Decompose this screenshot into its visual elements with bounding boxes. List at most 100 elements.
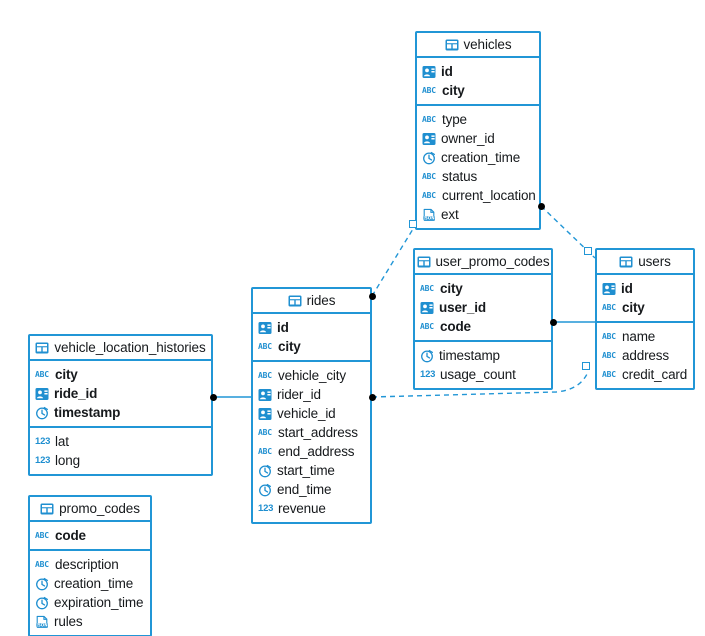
- table-icon: [35, 341, 49, 355]
- abc-icon: ABC: [420, 321, 434, 331]
- field-row-users-name[interactable]: ABC name: [597, 327, 693, 346]
- field-row-user_promo_codes-code[interactable]: ABC code: [415, 317, 551, 336]
- field-label-user_promo_codes-usage_count: usage_count: [440, 367, 516, 382]
- abc-icon: ABC: [422, 85, 436, 95]
- table-node-promo_codes[interactable]: promo_codes ABC code ABC description cre…: [28, 495, 152, 636]
- field-row-user_promo_codes-city[interactable]: ABC city: [415, 279, 551, 298]
- field-row-promo_codes-code[interactable]: ABC code: [30, 526, 150, 545]
- field-row-vehicle_location_histories-ride_id[interactable]: ride_id: [30, 384, 211, 403]
- field-row-vehicles-type[interactable]: ABC type: [417, 110, 539, 129]
- field-row-vehicles-status[interactable]: ABC status: [417, 167, 539, 186]
- column-section-promo_codes: ABC description creation_time expiration…: [30, 551, 150, 635]
- field-label-users-name: name: [622, 329, 656, 344]
- field-row-vehicle_location_histories-timestamp[interactable]: timestamp: [30, 403, 211, 422]
- field-row-user_promo_codes-usage_count[interactable]: 123 usage_count: [415, 365, 551, 384]
- field-row-vehicles-creation_time[interactable]: creation_time: [417, 148, 539, 167]
- field-label-vehicles-status: status: [442, 169, 478, 184]
- abc-icon: ABC: [602, 331, 616, 341]
- field-label-vehicles-current_location: current_location: [442, 188, 536, 203]
- table-title-user_promo_codes: user_promo_codes: [435, 254, 550, 269]
- relationship-many-marker-vehicle_location_histories-rides: [209, 393, 217, 401]
- field-row-promo_codes-rules[interactable]: JSON rules: [30, 612, 150, 631]
- id-card-icon: [422, 65, 436, 79]
- relationship-many-marker-vehicles-rides: [368, 292, 376, 300]
- field-label-users-address: address: [622, 348, 669, 363]
- primary-key-section-promo_codes: ABC code: [30, 522, 150, 551]
- field-row-vehicles-id[interactable]: id: [417, 62, 539, 81]
- abc-icon: ABC: [258, 446, 272, 456]
- field-label-users-city: city: [622, 300, 645, 315]
- field-row-promo_codes-creation_time[interactable]: creation_time: [30, 574, 150, 593]
- field-row-users-address[interactable]: ABC address: [597, 346, 693, 365]
- field-row-rides-vehicle_city[interactable]: ABC vehicle_city: [253, 366, 370, 385]
- table-header-promo_codes: promo_codes: [30, 497, 150, 522]
- number-icon: 123: [35, 454, 51, 466]
- field-row-vehicles-current_location[interactable]: ABC current_location: [417, 186, 539, 205]
- primary-key-section-user_promo_codes: ABC city user_id ABC code: [415, 275, 551, 342]
- abc-icon: ABC: [35, 559, 49, 569]
- field-label-rides-start_address: start_address: [278, 425, 358, 440]
- field-label-vehicles-creation_time: creation_time: [441, 150, 521, 165]
- relationship-line-vehicles-rides[interactable]: [371, 228, 414, 297]
- field-label-vehicles-city: city: [442, 83, 465, 98]
- field-row-rides-rider_id[interactable]: rider_id: [253, 385, 370, 404]
- table-node-user_promo_codes[interactable]: user_promo_codes ABC city user_id ABC co…: [413, 248, 553, 390]
- id-card-icon: [420, 301, 434, 315]
- field-label-users-id: id: [621, 281, 633, 296]
- field-row-vehicle_location_histories-lat[interactable]: 123 lat: [30, 432, 211, 451]
- field-label-vehicles-id: id: [441, 64, 453, 79]
- field-label-promo_codes-expiration_time: expiration_time: [54, 595, 144, 610]
- field-row-vehicle_location_histories-city[interactable]: ABC city: [30, 365, 211, 384]
- field-label-users-credit_card: credit_card: [622, 367, 688, 382]
- clock-icon: [35, 596, 49, 610]
- field-row-rides-end_time[interactable]: end_time: [253, 480, 370, 499]
- relationship-one-marker-vehicles-users: [584, 247, 592, 255]
- field-row-promo_codes-expiration_time[interactable]: expiration_time: [30, 593, 150, 612]
- table-title-users: users: [638, 254, 671, 269]
- field-row-vehicles-city[interactable]: ABC city: [417, 81, 539, 100]
- field-row-users-credit_card[interactable]: ABC credit_card: [597, 365, 693, 384]
- table-icon: [40, 502, 54, 516]
- field-row-rides-end_address[interactable]: ABC end_address: [253, 442, 370, 461]
- primary-key-section-rides: id ABC city: [253, 314, 370, 362]
- field-row-vehicles-ext[interactable]: JSON ext: [417, 205, 539, 224]
- field-row-rides-revenue[interactable]: 123 revenue: [253, 499, 370, 518]
- id-card-icon: [422, 132, 436, 146]
- column-section-users: ABC name ABC address ABC credit_card: [597, 323, 693, 388]
- table-node-vehicle_location_histories[interactable]: vehicle_location_histories ABC city ride…: [28, 334, 213, 476]
- abc-icon: ABC: [258, 341, 272, 351]
- field-label-vehicle_location_histories-lat: lat: [55, 434, 69, 449]
- field-row-rides-vehicle_id[interactable]: vehicle_id: [253, 404, 370, 423]
- field-row-users-id[interactable]: id: [597, 279, 693, 298]
- field-row-rides-city[interactable]: ABC city: [253, 337, 370, 356]
- table-node-vehicles[interactable]: vehicles id ABC city ABC type owner_id c…: [415, 31, 541, 230]
- abc-icon: ABC: [258, 427, 272, 437]
- field-label-rides-end_time: end_time: [277, 482, 332, 497]
- field-row-user_promo_codes-timestamp[interactable]: timestamp: [415, 346, 551, 365]
- table-header-user_promo_codes: user_promo_codes: [415, 250, 551, 275]
- table-icon: [288, 294, 302, 308]
- field-row-rides-start_address[interactable]: ABC start_address: [253, 423, 370, 442]
- field-row-rides-id[interactable]: id: [253, 318, 370, 337]
- column-section-vehicle_location_histories: 123 lat 123 long: [30, 428, 211, 474]
- field-row-rides-start_time[interactable]: start_time: [253, 461, 370, 480]
- number-icon: 123: [420, 368, 436, 380]
- clock-icon: [258, 464, 272, 478]
- field-row-vehicles-owner_id[interactable]: owner_id: [417, 129, 539, 148]
- field-label-vehicles-ext: ext: [441, 207, 459, 222]
- field-label-user_promo_codes-user_id: user_id: [439, 300, 486, 315]
- id-card-icon: [258, 321, 272, 335]
- field-row-vehicle_location_histories-long[interactable]: 123 long: [30, 451, 211, 470]
- field-row-promo_codes-description[interactable]: ABC description: [30, 555, 150, 574]
- table-node-users[interactable]: users id ABC city ABC name ABC address A…: [595, 248, 695, 390]
- field-row-user_promo_codes-user_id[interactable]: user_id: [415, 298, 551, 317]
- field-row-users-city[interactable]: ABC city: [597, 298, 693, 317]
- table-icon: [417, 255, 431, 269]
- svg-text:JSON: JSON: [35, 622, 48, 627]
- abc-icon: ABC: [602, 369, 616, 379]
- table-node-rides[interactable]: rides id ABC city ABC vehicle_city rider…: [251, 287, 372, 524]
- primary-key-section-users: id ABC city: [597, 275, 693, 323]
- table-title-vehicles: vehicles: [463, 37, 512, 52]
- abc-icon: ABC: [35, 369, 49, 379]
